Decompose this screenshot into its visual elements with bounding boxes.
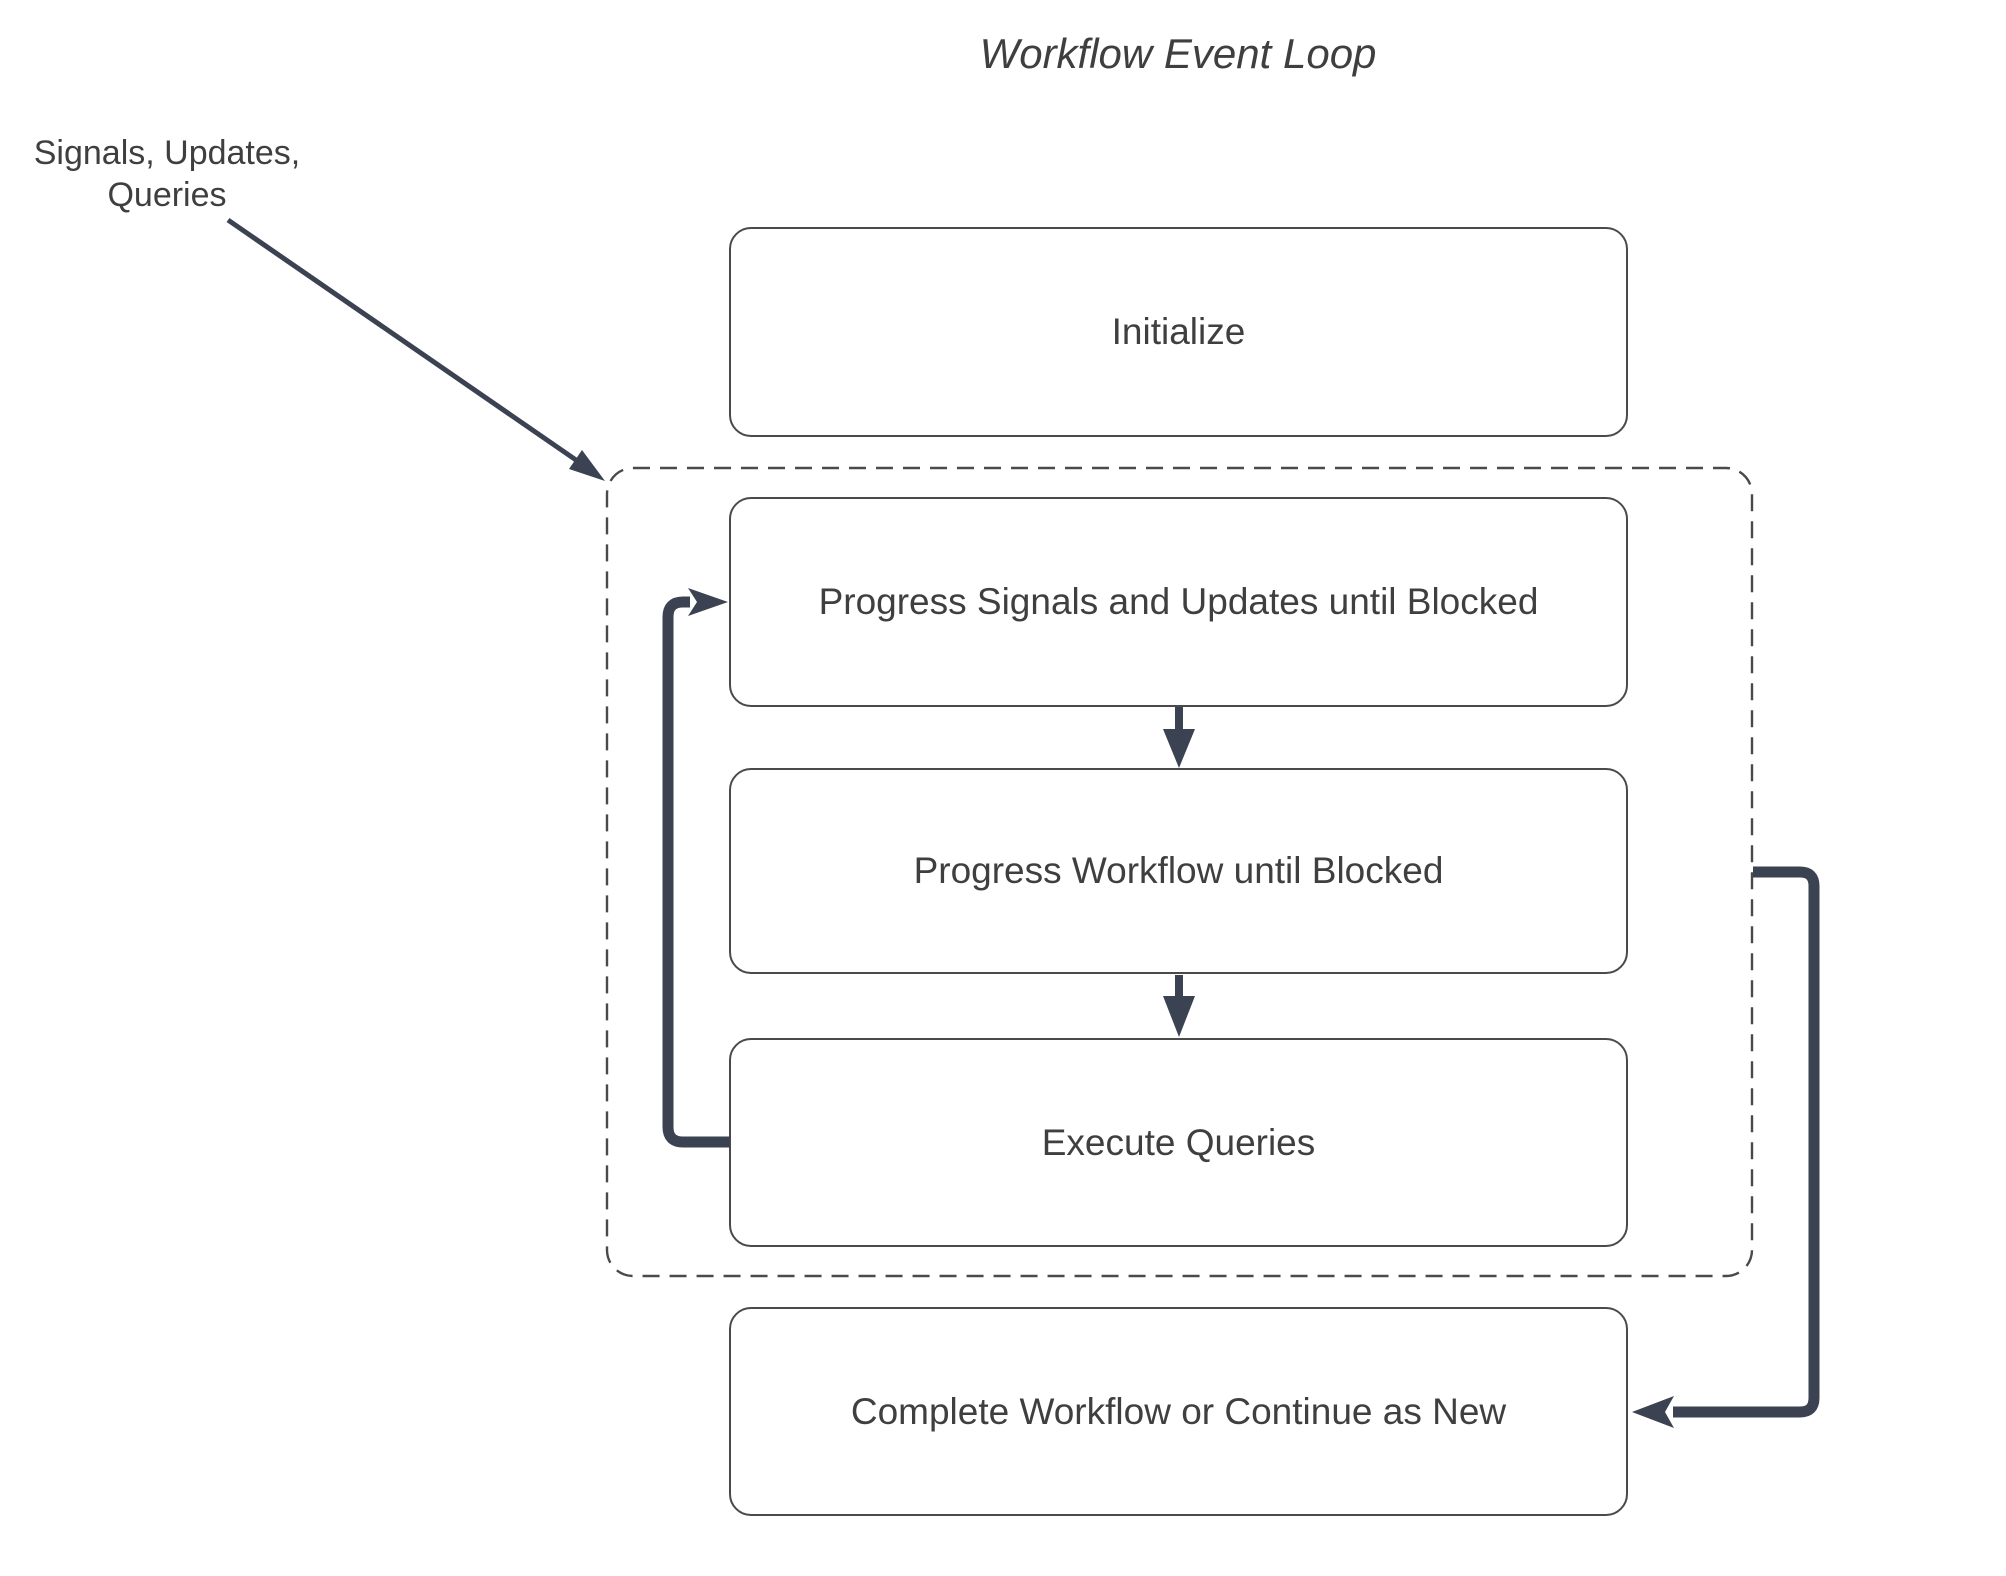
node-progress-signals-updates: Progress Signals and Updates until Block… xyxy=(729,497,1628,707)
diagram-title: Workflow Event Loop xyxy=(979,30,1377,77)
annotation-line-1: Signals, Updates, xyxy=(33,134,301,172)
signals-to-loop-arrow xyxy=(226,217,605,481)
node-progress-workflow: Progress Workflow until Blocked xyxy=(729,768,1628,974)
down-arrow-workflow-to-queries xyxy=(1163,975,1195,1037)
node-execute-queries-label: Execute Queries xyxy=(1041,1121,1316,1163)
annotation-line-2: Queries xyxy=(107,176,227,214)
node-complete-or-continue-label: Complete Workflow or Continue as New xyxy=(850,1390,1507,1432)
node-initialize-label: Initialize xyxy=(1111,311,1246,352)
node-complete-or-continue: Complete Workflow or Continue as New xyxy=(729,1307,1628,1516)
loop-back-arrow xyxy=(662,588,730,1148)
node-execute-queries: Execute Queries xyxy=(729,1038,1628,1247)
down-arrow-signals-to-workflow xyxy=(1163,707,1195,768)
continue-arrow xyxy=(1632,866,1820,1428)
annotation-signals-updates-queries: Signals, Updates, Queries xyxy=(24,132,310,216)
node-progress-signals-updates-label: Progress Signals and Updates until Block… xyxy=(818,581,1539,622)
node-initialize: Initialize xyxy=(729,227,1628,437)
node-progress-workflow-label: Progress Workflow until Blocked xyxy=(913,850,1444,891)
